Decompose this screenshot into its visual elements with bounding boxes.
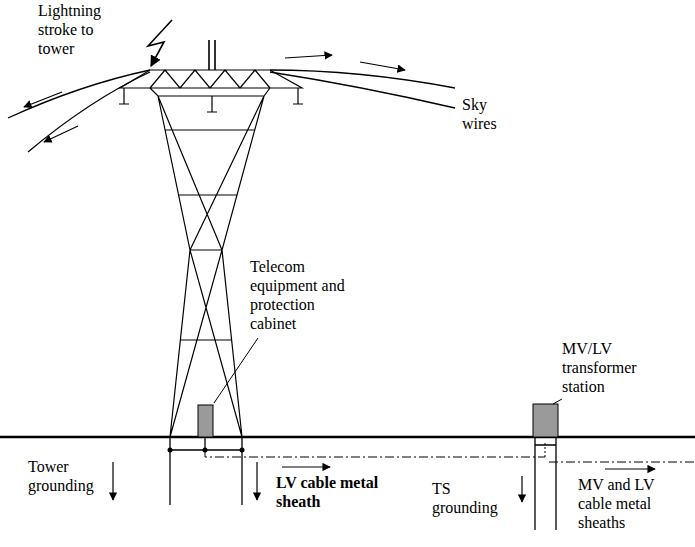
sky-wire (28, 72, 150, 152)
current-arrow (44, 126, 78, 142)
earth-wire-mast (209, 40, 215, 70)
tower-lattice (120, 70, 302, 437)
ground-line (0, 436, 695, 439)
current-arrow (24, 92, 62, 107)
label-text: MV/LV transformer station (562, 340, 654, 397)
sky-wire (8, 70, 150, 118)
bond-dot (168, 448, 173, 453)
cable-sheath (549, 462, 695, 463)
current-arrow (112, 462, 113, 500)
current-arrow (256, 462, 257, 500)
label-text: Telecom equipment and protection cabinet (250, 258, 362, 334)
label-text: LV cable metal sheath (276, 474, 382, 512)
leader-line (553, 399, 562, 404)
leader-line (214, 338, 258, 403)
label-text: Tower grounding (28, 458, 104, 496)
grounding-conductor (535, 437, 556, 530)
label-text: TS grounding (432, 480, 504, 518)
current-arrow (605, 468, 655, 469)
cable-sheath (205, 450, 545, 457)
current-arrow (282, 466, 330, 467)
current-arrow (360, 62, 405, 70)
transformer-station (533, 404, 558, 437)
label-text: Lightning stroke to tower (38, 2, 118, 59)
label-text: Sky wires (462, 96, 508, 134)
lightning-bolt (148, 20, 172, 66)
current-arrow (285, 55, 332, 58)
bond-dot (240, 448, 245, 453)
insulator (119, 88, 303, 112)
current-arrow (521, 476, 522, 502)
grounding-conductor (170, 437, 242, 505)
label-text: MV and LV cable metal sheaths (578, 476, 666, 533)
telecom-cabinet (198, 405, 213, 437)
